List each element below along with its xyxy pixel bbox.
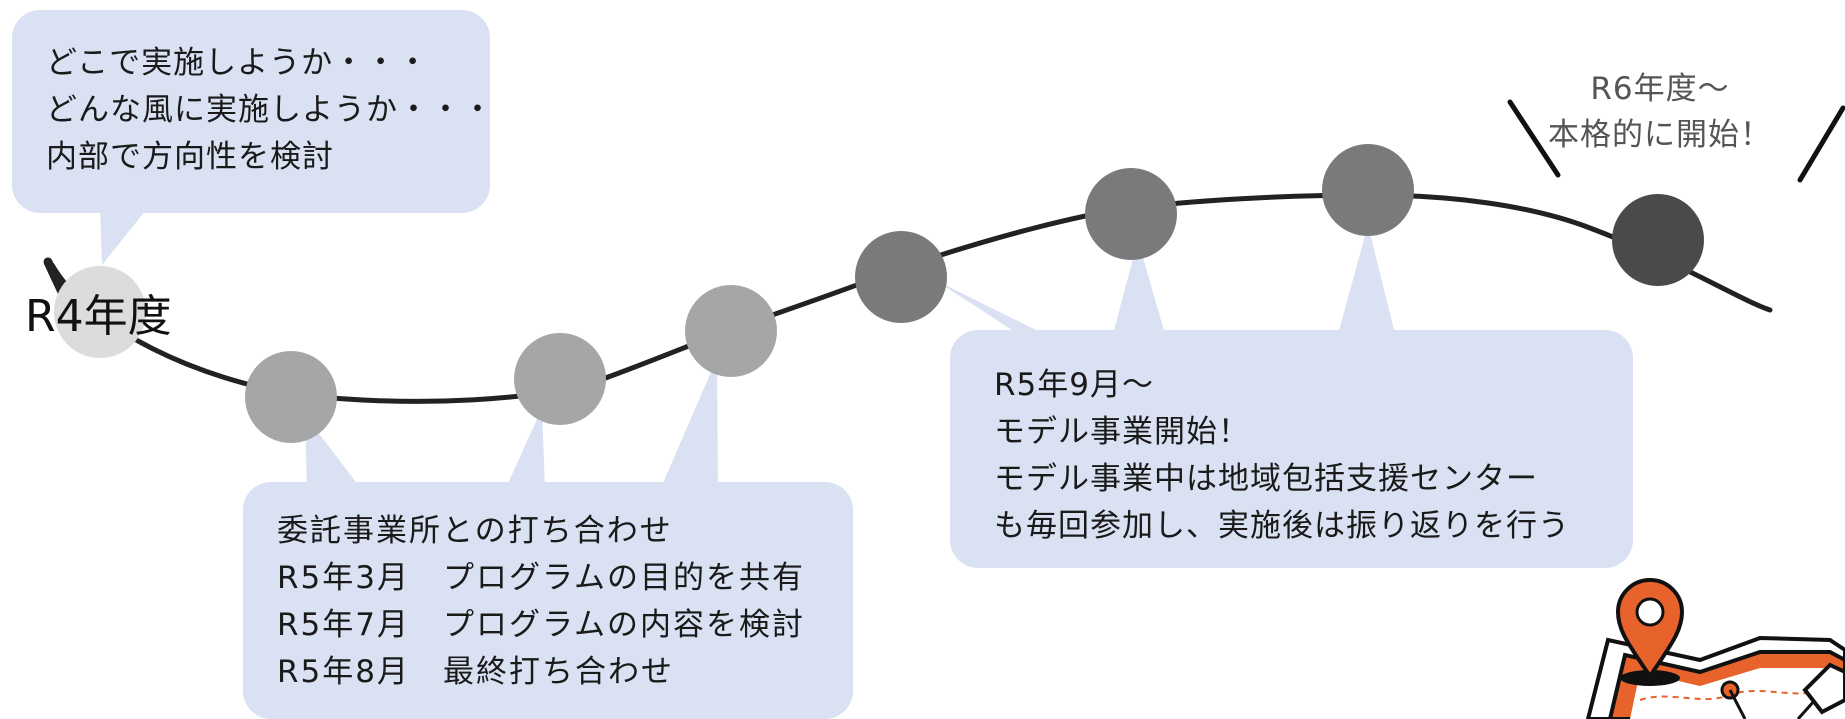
timeline-start-label: R4年度 (25, 291, 172, 342)
bubble-r5-model-tail-3 (1338, 225, 1395, 334)
bubble-r4-tail (100, 205, 150, 265)
r6-callout: R6年度～ 本格的に開始！ (1540, 66, 1780, 158)
r6-callout-line: 本格的に開始！ (1548, 117, 1772, 153)
bubble-r4-planning: どこで実施しようか・・・ どんな風に実施しようか・・・ 内部で方向性を検討 (12, 10, 494, 213)
r6-callout-line: R6年度～ (1590, 71, 1730, 107)
bubble-r5-early-tail-1 (305, 415, 362, 490)
bubble-r4-line: どんな風に実施しようか・・・ (46, 92, 494, 128)
milestone-r5-4 (855, 231, 947, 323)
bubble-r5-model-line: モデル事業中は地域包括支援センター (994, 461, 1538, 497)
milestone-r5-6 (1322, 144, 1414, 236)
bubble-r4-line: 内部で方向性を検討 (46, 139, 334, 175)
milestone-r5-2 (514, 333, 606, 425)
map-with-location-pin-icon (1585, 578, 1845, 719)
bubble-r5-early-tail-3 (660, 358, 718, 490)
milestone-r4 (54, 266, 146, 358)
emphasis-stroke-left (1507, 99, 1561, 178)
emphasis-stroke-right (1797, 105, 1845, 183)
bubble-r4-line: どこで実施しようか・・・ (46, 45, 430, 81)
milestone-r5-1 (245, 351, 337, 443)
bubble-r5-model-line: モデル事業開始！ (994, 414, 1250, 450)
bubble-r5-meetings-line: R5年8月 最終打ち合わせ (277, 654, 674, 690)
bubble-r5-model-line: も毎回参加し、実施後は振り返りを行う (994, 508, 1570, 544)
milestone-r5-5 (1085, 168, 1177, 260)
bubble-r5-model-line: R5年9月～ (994, 367, 1154, 403)
bubble-r5-meetings-line: R5年3月 プログラムの目的を共有 (277, 560, 806, 596)
milestone-r5-3 (685, 285, 777, 377)
bubble-r5-model-project: R5年9月～ モデル事業開始！ モデル事業中は地域包括支援センター も毎回参加し… (950, 330, 1633, 568)
bubble-r5-early-tail-2 (505, 408, 545, 490)
bubble-r5-meetings-line: 委託事業所との打ち合わせ (277, 513, 673, 549)
bubble-r5-meetings-line: R5年7月 プログラムの内容を検討 (277, 607, 806, 643)
milestone-r6 (1612, 194, 1704, 286)
timeline-start-stroke (43, 257, 67, 297)
bubble-r5-meetings: 委託事業所との打ち合わせ R5年3月 プログラムの目的を共有 R5年7月 プログ… (243, 482, 853, 719)
bubble-r5-model-tail-1 (935, 280, 1040, 332)
bubble-r5-model-tail-2 (1113, 240, 1165, 334)
